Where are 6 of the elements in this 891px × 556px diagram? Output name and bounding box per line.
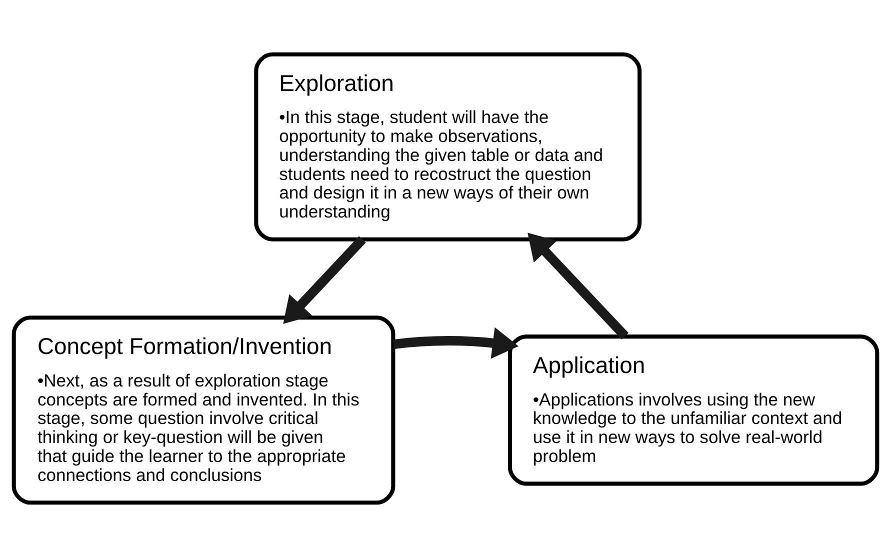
node-box: Concept Formation/Invention •Next, as a result of exploration stage concepts are formed and invented. In this stage, some question involve critical thinking or key-question will be given that guide the learner to the appropriate connections and conclusions xyxy=(12,315,396,504)
arrow xyxy=(392,326,519,358)
node-box: Application •Applications involves using the new knowledge to the unfamiliar context and use it in new ways to solve real-world problem xyxy=(508,334,880,486)
arrow xyxy=(528,232,629,339)
node-box: Exploration •In this stage, student will have the opportunity to make observations, understanding the given table or data and students need to recostruct the question and design it in a new ways of their own understanding xyxy=(254,52,642,241)
arrow xyxy=(283,236,366,324)
